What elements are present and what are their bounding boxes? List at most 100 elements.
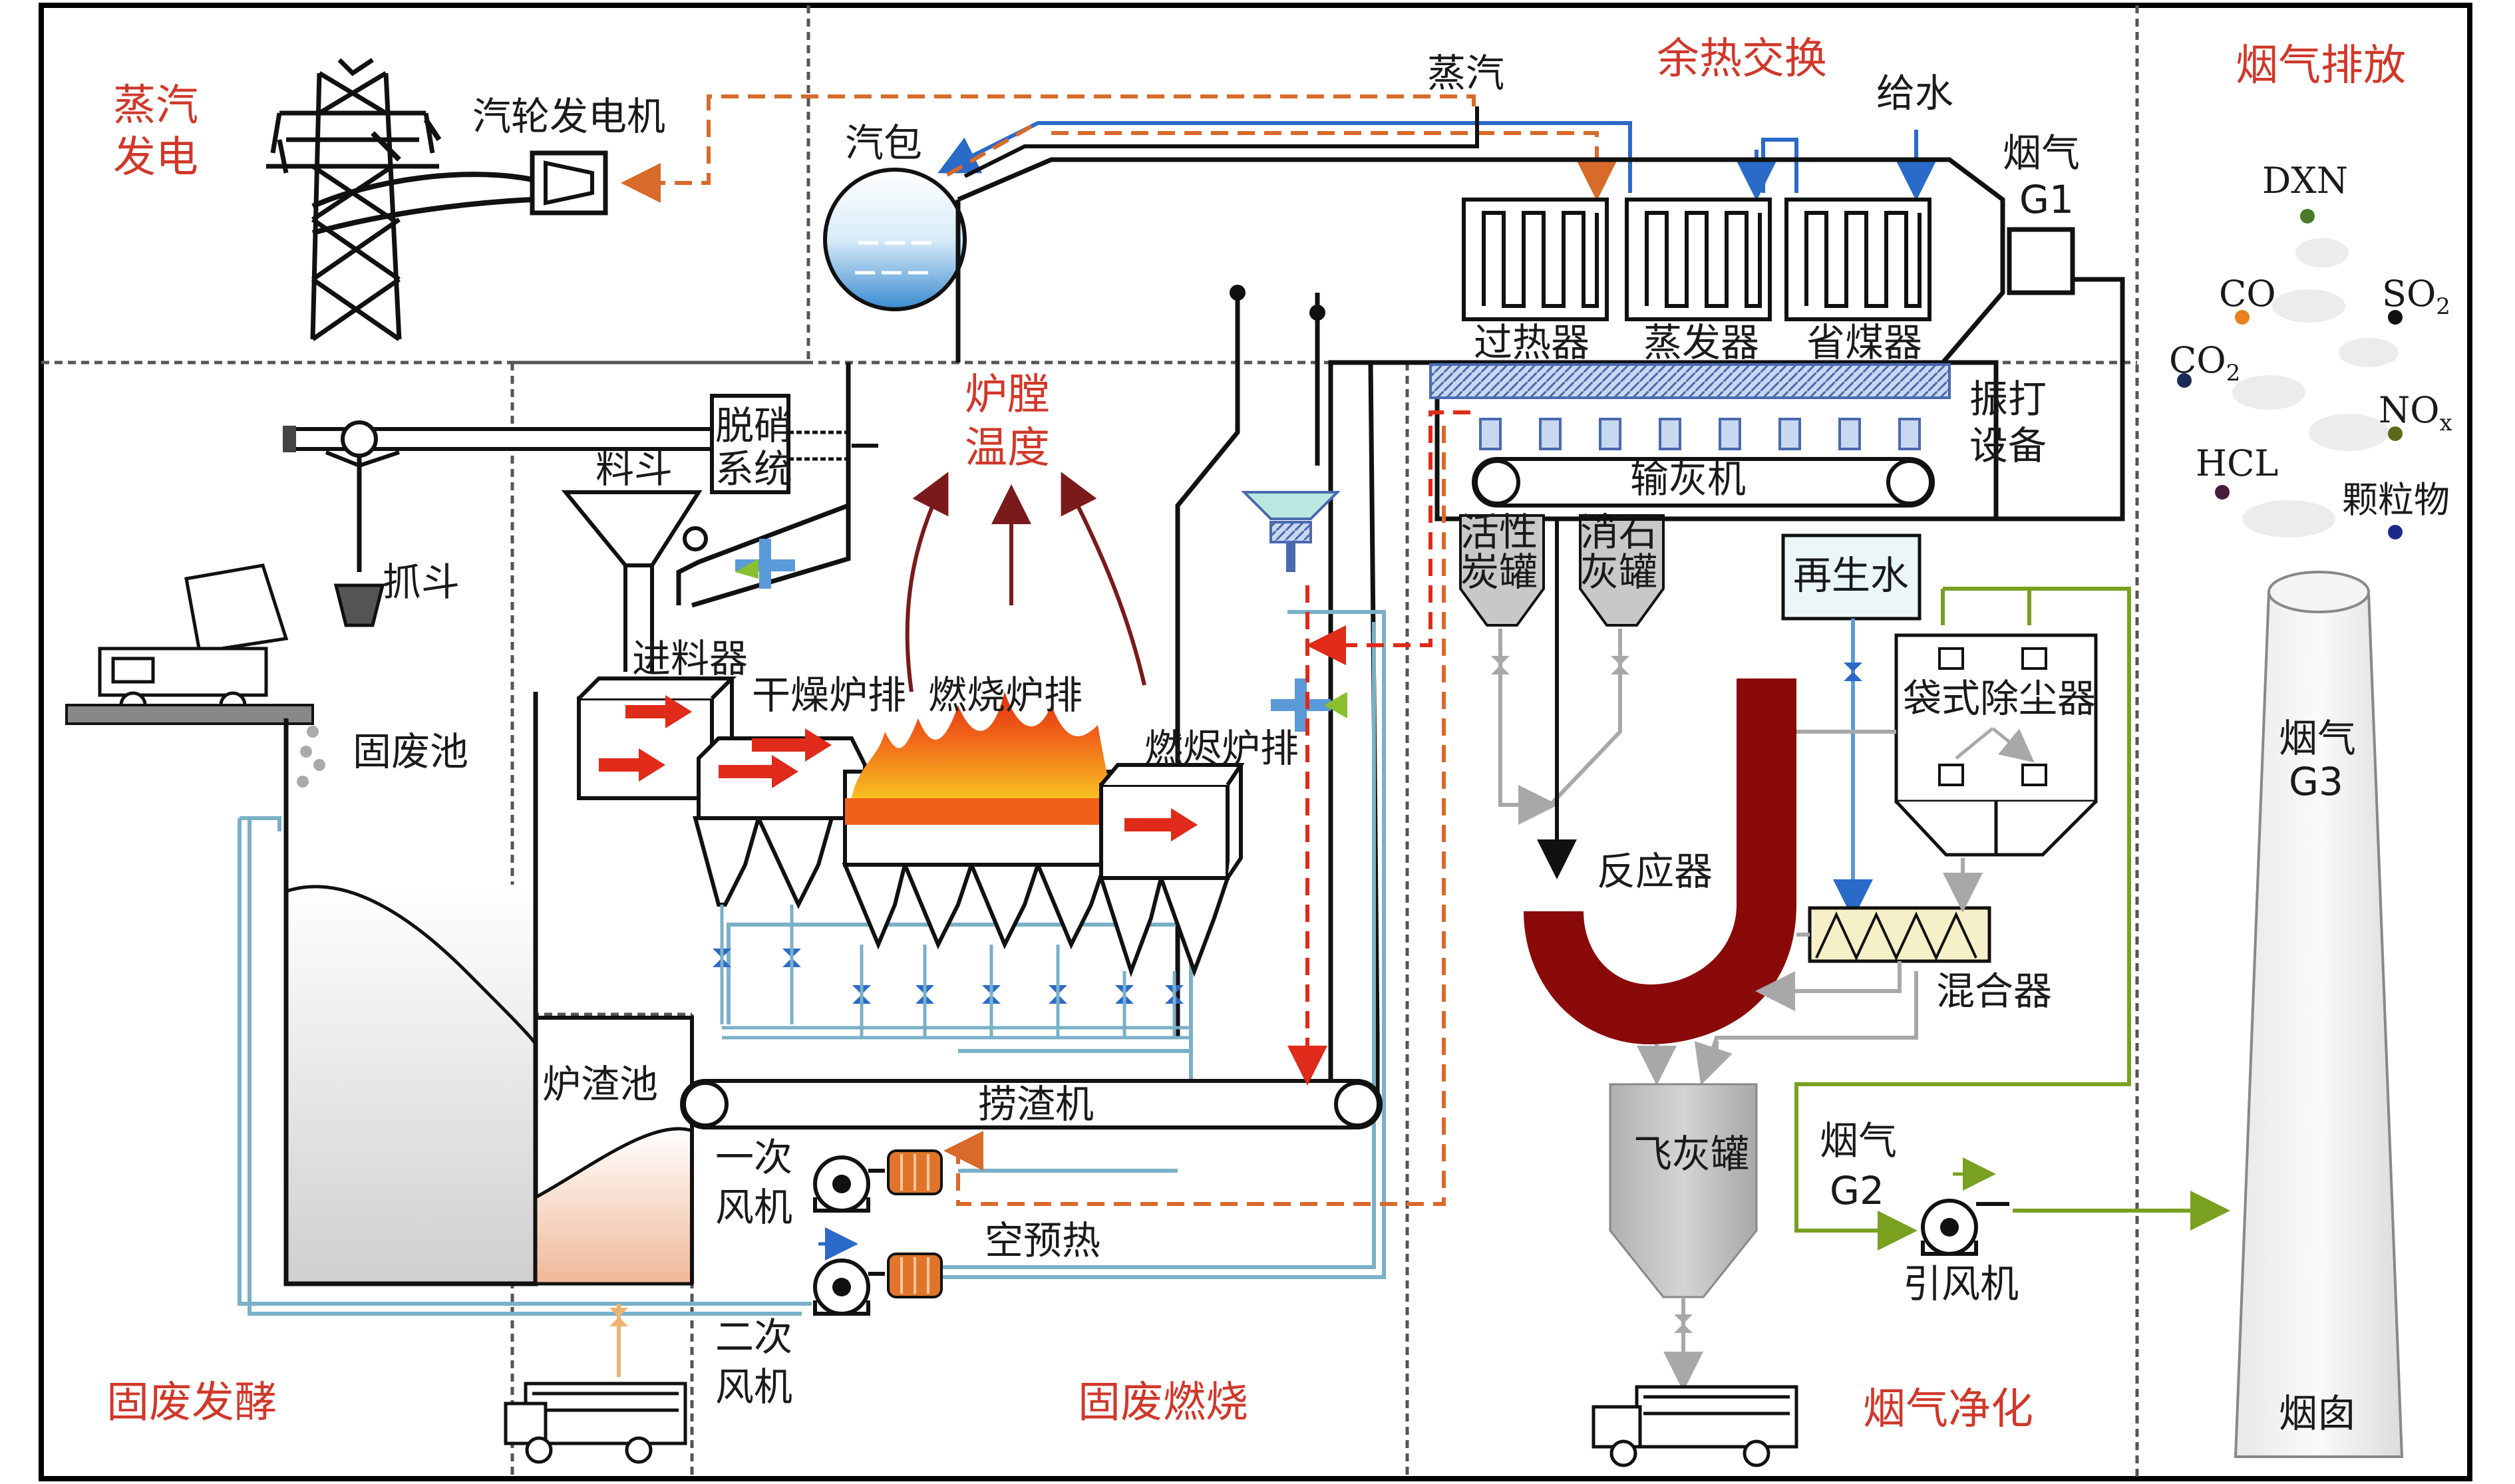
fly-ash-tank (1609, 1083, 1758, 1298)
lime-tank (1579, 514, 1665, 627)
dump-truck-icon (98, 563, 289, 719)
preheat-return-line (943, 426, 1446, 1206)
ash-hoppers (1479, 418, 1921, 450)
section-title-steam-power-line1: 蒸汽 (113, 81, 198, 130)
pollutant-dot (2388, 426, 2403, 441)
rapping-bar (1429, 363, 1951, 399)
waste-pit-label: 固废池 (353, 729, 468, 774)
fire-flames-icon (845, 692, 1111, 825)
ash-return-lines (1637, 730, 1983, 1086)
flue-g1-label: 烟气 (2003, 130, 2080, 176)
unloading-platform (65, 704, 314, 725)
feed-hopper (561, 490, 708, 567)
lime-tank-label-line1: 消石 (1580, 510, 1657, 555)
hopper-label: 料斗 (595, 446, 673, 492)
flue-outlet-g1 (2007, 227, 2075, 295)
slag-conveyor (680, 1079, 1383, 1129)
fly-ash-tank-label: 飞灰罐 (1633, 1131, 1749, 1177)
bag-filter (1894, 633, 2098, 857)
pollutant-dot (2235, 310, 2250, 325)
section-title-flue-clean: 烟气净化 (1863, 1385, 2033, 1434)
g1-label: G1 (2019, 177, 2074, 222)
carbon-tank-label-line2: 炭罐 (1460, 549, 1538, 595)
steam-line-to-turbine (621, 94, 1476, 203)
flue-g3-label: 烟气 (2279, 716, 2356, 761)
primary-fan-label-line1: 一次 (715, 1135, 792, 1180)
pollutant-dot (2388, 310, 2403, 325)
pollutant-label: DXN (2262, 160, 2348, 202)
mixer (1808, 906, 1991, 963)
lime-tank-label-line2: 灰罐 (1580, 549, 1657, 595)
feeder-label: 进料器 (632, 636, 748, 681)
steam-pipes (937, 106, 1936, 201)
ash-truck-icon (1592, 1385, 1798, 1467)
reactor-label: 反应器 (1597, 849, 1713, 894)
secondary-air-nozzle-left (735, 539, 795, 589)
grab-label: 抓斗 (383, 559, 460, 605)
pollutant-dot (2177, 373, 2192, 388)
chimney (2234, 571, 2404, 1458)
rapping-label-line2: 设备 (1969, 423, 2047, 468)
g3-label: G3 (2289, 759, 2343, 804)
ash-feed-nozzle (1241, 491, 1341, 572)
steam-label: 蒸汽 (1427, 51, 1504, 96)
feedwater-label: 给水 (1876, 71, 1953, 116)
economizer-label: 省煤器 (1806, 320, 1922, 365)
bag-filter-label: 袋式除尘器 (1903, 676, 2096, 721)
turbine-generator-icon (311, 118, 608, 235)
burn-grate-label: 燃烧炉排 (928, 672, 1083, 718)
furnace-temp-label-line2: 温度 (965, 424, 1050, 473)
pollutant-dot (2300, 209, 2315, 223)
pollutant-label: 颗粒物 (2342, 479, 2450, 521)
fly-ash-valve (1663, 1297, 1703, 1392)
temperature-arrows (905, 472, 1146, 692)
water-line (1833, 619, 1873, 919)
feeder-arrows (599, 695, 692, 782)
section-title-flue-emission: 烟气排放 (2236, 41, 2406, 90)
sorbent-lines (1498, 629, 1622, 825)
hopper-chute (623, 565, 654, 672)
denox-label-line2: 系统 (715, 446, 792, 492)
steam-drum (823, 168, 967, 311)
pollutant-dot (2388, 525, 2403, 539)
primary-fan-label-line2: 风机 (715, 1185, 792, 1230)
slag-truck-icon (504, 1304, 687, 1464)
ash-conveyor (1472, 457, 1935, 508)
furnace-temp-label-line1: 炉膛 (965, 371, 1050, 420)
reactor-j (1524, 678, 1796, 1044)
burnout-grate-arrows (1124, 808, 1198, 841)
flue-to-reactor-line (1537, 517, 2122, 879)
burnout-grate-label: 燃烬炉排 (1144, 726, 1299, 771)
burnout-grate (1098, 763, 1245, 978)
primary-fan (813, 1149, 943, 1213)
reclaimed-water-box (1781, 533, 1922, 621)
secondary-air-nozzle-right (1271, 678, 1347, 732)
dry-grate-arrows (719, 728, 832, 788)
section-title-waste-ferment: 固废发酵 (106, 1378, 277, 1427)
sorbent-valves (1491, 656, 1629, 674)
smoke-puffs (2232, 238, 2399, 537)
carbon-tank-label-line1: 活性 (1460, 510, 1538, 555)
denox-system (710, 394, 878, 494)
waste-falling-dots (297, 726, 325, 788)
boiler-node-2 (1309, 305, 1325, 321)
id-fan-label: 引风机 (1903, 1261, 2019, 1306)
pollutant-label: HCL (2196, 442, 2278, 484)
section-titles: 蒸汽 发电 余热交换 烟气排放 固废发酵 固废燃烧 烟气净化 (106, 35, 2406, 1434)
flue-g2-label: 烟气 (1820, 1118, 1897, 1163)
secondary-fan-label-line2: 风机 (715, 1364, 792, 1410)
grate-air-valves (713, 949, 1184, 1004)
grate-air-lines (720, 905, 1191, 1040)
denox-label-line1: 脱硝 (715, 403, 792, 448)
section-title-waste-heat: 余热交换 (1657, 35, 1827, 84)
g2-label: G2 (1830, 1168, 1884, 1213)
chimney-label: 烟囱 (2279, 1391, 2356, 1436)
waste-pit (283, 692, 538, 1286)
superheater-label: 过热器 (1474, 320, 1590, 365)
grab-bucket-icon (333, 583, 385, 627)
slag-conveyor-label: 捞渣机 (978, 1082, 1094, 1127)
secondary-fan-label-line1: 二次 (715, 1314, 792, 1360)
secondary-fan (813, 1227, 943, 1316)
slag-pit-label: 炉渣池 (542, 1062, 658, 1107)
reclaimed-water-label: 再生水 (1793, 553, 1909, 598)
